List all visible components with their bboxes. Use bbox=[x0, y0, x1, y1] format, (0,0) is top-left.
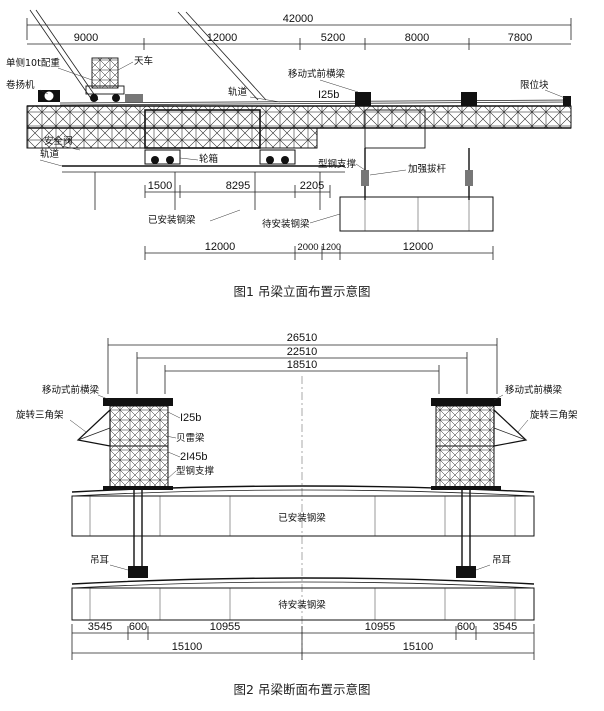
fig2-label-tri-left: 旋转三角架 bbox=[16, 409, 64, 421]
fig1-seg-2: 12000 bbox=[207, 32, 238, 44]
fig2-bottom-dims-1: 3545 600 10955 10955 600 3545 bbox=[71, 621, 535, 660]
fig2-dim-10955-r: 10955 bbox=[365, 621, 396, 633]
fig2-label-tri-right: 旋转三角架 bbox=[530, 409, 578, 421]
fig2-dim-18510: 18510 bbox=[287, 359, 318, 371]
fig1-seg-1: 9000 bbox=[74, 32, 98, 44]
fig1-front-beam-block-1 bbox=[355, 92, 371, 106]
fig1-elevation: 42000 9000 12000 5200 8000 7800 bbox=[6, 9, 572, 299]
fig2-label-front-beam-right: 移动式前横梁 bbox=[505, 384, 563, 396]
fig2-label-lug-right: 吊耳 bbox=[492, 555, 511, 566]
fig1-segment-dims: 9000 12000 5200 8000 7800 bbox=[27, 32, 571, 50]
fig1-main-truss bbox=[26, 105, 572, 149]
fig1-seg-4: 8000 bbox=[405, 32, 429, 44]
fig2-label-steel-support: 型钢支撑 bbox=[176, 465, 215, 477]
fig1-total-length: 42000 bbox=[283, 13, 314, 25]
fig2-dim-22510: 22510 bbox=[287, 346, 318, 358]
fig1-label-winch: 卷扬机 bbox=[6, 79, 35, 91]
fig2-label-front-beam-left: 移动式前横梁 bbox=[42, 384, 100, 396]
fig2-caption: 图2 吊梁断面布置示意图 bbox=[234, 682, 371, 697]
fig1-bot-4: 12000 bbox=[403, 241, 434, 253]
fig1-seg-3: 5200 bbox=[321, 32, 345, 44]
fig1-label-i25b: I25b bbox=[318, 89, 339, 101]
fig1-label-rail-lower: 轨道 bbox=[40, 148, 60, 160]
fig2-pending-beam bbox=[71, 577, 535, 621]
fig2-label-bailey: 贝雷梁 bbox=[176, 432, 205, 444]
fig2-top-dims: 26510 22510 18510 bbox=[107, 332, 498, 394]
fig1-bot-2: 2000 bbox=[297, 242, 318, 253]
fig2-dim-3545-r: 3545 bbox=[493, 621, 517, 633]
fig1-label-stop-block: 限位块 bbox=[520, 79, 549, 91]
fig1-label-safety: 安全阀 bbox=[44, 135, 73, 147]
fig1-pending-beam bbox=[339, 196, 494, 232]
fig1-label-installed: 已安装钢梁 bbox=[148, 214, 196, 226]
fig2-left-tower bbox=[76, 398, 173, 578]
fig1-label-front-beam: 移动式前横梁 bbox=[288, 68, 346, 80]
fig1-label-rail-upper: 轨道 bbox=[228, 86, 248, 98]
fig2-dim-15100-l: 15100 bbox=[172, 641, 203, 653]
fig1-mid-1: 1500 bbox=[148, 180, 172, 192]
fig1-label-crane: 天车 bbox=[134, 55, 153, 67]
fig1-mid-3: 2205 bbox=[300, 180, 324, 192]
fig1-label-tie-rod: 加强拔杆 bbox=[408, 163, 447, 175]
fig2-dim-15100-r: 15100 bbox=[403, 641, 434, 653]
fig2-section: 26510 22510 18510 bbox=[16, 332, 578, 697]
fig1-label-hoist-weight: 单侧10t配重 bbox=[6, 57, 60, 69]
fig1-stop-block bbox=[563, 96, 571, 106]
fig1-top-total-dim: 42000 bbox=[26, 13, 572, 40]
fig1-label-wheel-box: 轮箱 bbox=[199, 153, 218, 165]
fig1-crane bbox=[38, 57, 143, 102]
fig1-bot-1: 12000 bbox=[205, 241, 236, 253]
fig2-labels: 移动式前横梁 移动式前横梁 旋转三角架 旋转三角架 I25b 贝雷梁 2I45b… bbox=[16, 384, 578, 611]
fig2-label-installed: 已安装钢梁 bbox=[278, 512, 326, 524]
fig1-wheel-boxes bbox=[144, 149, 296, 165]
fig1-mid-2: 8295 bbox=[226, 180, 250, 192]
fig2-bottom-dims-2: 15100 15100 bbox=[72, 641, 534, 654]
fig1-label-steel-support: 型钢支撑 bbox=[318, 158, 357, 170]
fig1-mid-dims: 1500 8295 2205 bbox=[144, 180, 331, 198]
fig2-label-pending: 待安装钢梁 bbox=[278, 599, 326, 611]
fig1-bottom-dims: 12000 2000 1200 12000 bbox=[144, 241, 494, 260]
fig2-dim-600-l: 600 bbox=[129, 621, 147, 633]
fig2-dim-3545-l: 3545 bbox=[88, 621, 112, 633]
fig1-labels: 单侧10t配重 卷扬机 天车 轨道 移动式前横梁 I25b 限位块 安全阀 轨道… bbox=[6, 55, 566, 230]
fig1-bot-3: 1200 bbox=[321, 242, 341, 252]
fig2-installed-beam bbox=[71, 485, 535, 537]
fig2-label-lug-left: 吊耳 bbox=[90, 555, 109, 566]
fig1-seg-5: 7800 bbox=[508, 32, 532, 44]
fig2-dim-600-r: 600 bbox=[457, 621, 475, 633]
fig1-front-beam-block-2 bbox=[461, 92, 477, 106]
fig1-caption: 图1 吊梁立面布置示意图 bbox=[234, 284, 371, 299]
fig2-dim-26510: 26510 bbox=[287, 332, 318, 344]
fig2-dim-10955-l: 10955 bbox=[210, 621, 241, 633]
fig2-right-tower bbox=[431, 398, 528, 578]
fig2-label-i25b: I25b bbox=[180, 412, 201, 424]
fig2-label-i45b: 2I45b bbox=[180, 451, 208, 463]
fig1-label-pending: 待安装钢梁 bbox=[262, 218, 310, 230]
